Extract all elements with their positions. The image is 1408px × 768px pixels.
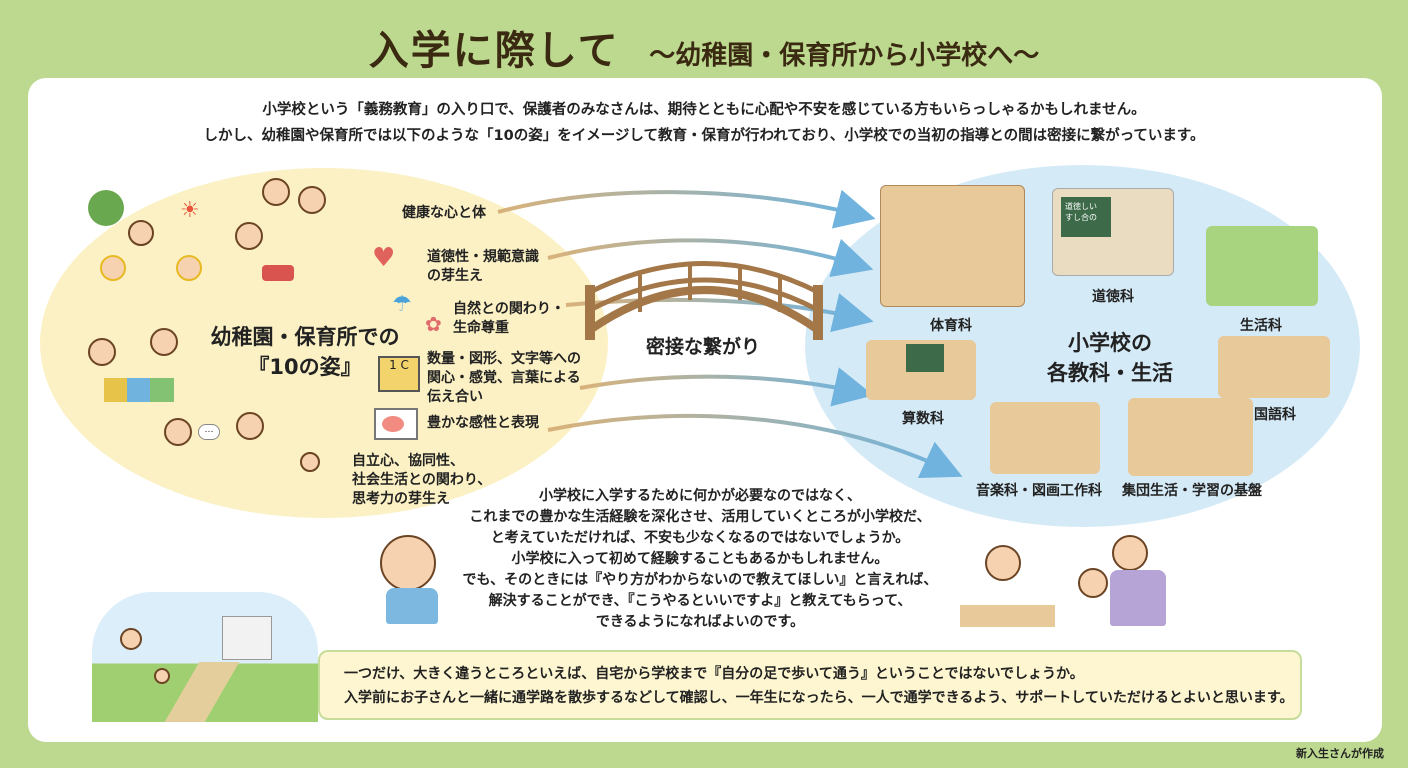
subject-life: 生活科 bbox=[1240, 318, 1282, 334]
child-illustration bbox=[154, 668, 170, 684]
message-line: できるようになればよいのです。 bbox=[595, 614, 805, 630]
math-class-illustration bbox=[866, 340, 976, 400]
japanese-class-illustration bbox=[1218, 336, 1330, 398]
ten-item-independence: 自立心、協同性、 社会生活との関わり、 思考力の芽生え bbox=[352, 453, 492, 507]
ten-item-expression: 豊かな感性と表現 bbox=[427, 415, 539, 431]
right-title: 小学校の 各教科・生活 bbox=[1040, 328, 1180, 388]
toy-blocks-illustration bbox=[104, 378, 174, 402]
teacher-illustration bbox=[1112, 535, 1148, 571]
pe-gym-illustration bbox=[880, 185, 1025, 307]
message-line: 小学校に入って初めて経験することもあるかもしれません。 bbox=[511, 551, 889, 567]
flower-icon: ✿ bbox=[425, 312, 442, 336]
moral-class-illustration: 道徳しい すし合の bbox=[1052, 188, 1174, 276]
teacher-body bbox=[1110, 570, 1166, 626]
subject-group: 集団生活・学習の基盤 bbox=[1122, 483, 1262, 499]
ten-item-morality: 道徳性・規範意識 の芽生え bbox=[427, 249, 539, 284]
group-life-illustration bbox=[1128, 398, 1253, 476]
child-illustration bbox=[128, 220, 154, 246]
arrow-1 bbox=[497, 189, 876, 229]
right-title-line2: 各教科・生活 bbox=[1047, 361, 1173, 385]
parent-illustration bbox=[120, 628, 142, 650]
intro-line-2: しかし、幼稚園や保育所では以下のような「10の姿」をイメージして教育・保育が行わ… bbox=[203, 128, 1205, 144]
ten-item-health: 健康な心と体 bbox=[402, 205, 486, 221]
arrow-2 bbox=[547, 238, 874, 278]
left-title-line1: 幼稚園・保育所での bbox=[210, 325, 400, 349]
message-line: でも、そのときには『やり方がわからないので教えてほしい』と言えれば、 bbox=[462, 572, 938, 588]
heart-hands-icon: ♥ bbox=[372, 243, 396, 273]
title-sub: 〜幼稚園・保育所から小学校へ〜 bbox=[649, 41, 1040, 71]
title-main: 入学に際して bbox=[368, 28, 620, 74]
credit: 新入生さんが作成 bbox=[1296, 747, 1384, 760]
bridge-illustration bbox=[585, 261, 823, 340]
student-illustration bbox=[1078, 568, 1108, 598]
ten-item-numbers-words: 数量・図形、文字等への 関心・感覚、言葉による 伝え合い bbox=[427, 351, 581, 405]
arrow-4 bbox=[579, 367, 874, 407]
left-title-line2: 『10の姿』 bbox=[248, 355, 362, 379]
right-title-line1: 小学校の bbox=[1068, 331, 1152, 355]
message-text: 小学校に入学するために何かが必要なのではなく、 これまでの豊かな生活経験を深化さ… bbox=[390, 486, 1010, 633]
blocks-icon: 1 C bbox=[378, 356, 420, 392]
bridge-label: 密接な繋がり bbox=[645, 336, 760, 358]
school-building bbox=[222, 616, 272, 660]
child-illustration bbox=[236, 412, 264, 440]
raising-hand-child-illustration bbox=[985, 545, 1021, 581]
message-line: と考えていただければ、不安も少なくなるのではないでしょうか。 bbox=[490, 530, 910, 546]
life-study-illustration bbox=[1206, 226, 1318, 306]
smiling-boy-illustration bbox=[380, 535, 436, 591]
speech-bubble-icon: … bbox=[198, 424, 220, 440]
walk-to-school-illustration bbox=[92, 592, 318, 722]
left-title: 幼稚園・保育所での 『10の姿』 bbox=[195, 322, 415, 382]
child-illustration bbox=[150, 328, 178, 356]
watering-can-icon: ☂ bbox=[392, 292, 412, 317]
subject-moral: 道徳科 bbox=[1092, 289, 1134, 305]
intro-line-1: 小学校という「義務教育」の入り口で、保護者のみなさんは、期待とともに心配や不安を… bbox=[262, 102, 1146, 118]
subject-math: 算数科 bbox=[902, 411, 944, 427]
child-illustration bbox=[176, 255, 202, 281]
painting-icon bbox=[374, 408, 418, 440]
child-illustration bbox=[298, 186, 326, 214]
toy-car-illustration bbox=[262, 265, 294, 281]
subject-pe: 体育科 bbox=[930, 318, 972, 334]
sun-icon: ☀ bbox=[180, 198, 200, 223]
children-group-illustration bbox=[300, 452, 320, 472]
desk-illustration bbox=[960, 605, 1055, 627]
message-line: これまでの豊かな生活経験を深化させ、活用していくところが小学校だ、 bbox=[469, 509, 931, 525]
bottom-note-line: 入学前にお子さんと一緒に通学路を散歩するなどして確認し、一年生になったら、一人で… bbox=[344, 690, 1294, 706]
ten-item-nature: 自然との関わり・ 生命尊重 bbox=[453, 301, 565, 336]
boy-body bbox=[386, 588, 438, 624]
bottom-note-line: 一つだけ、大きく違うところといえば、自宅から学校まで『自分の足で歩いて通う』とい… bbox=[344, 666, 1084, 682]
bottom-note: 一つだけ、大きく違うところといえば、自宅から学校まで『自分の足で歩いて通う』とい… bbox=[318, 650, 1302, 720]
arrow-5 bbox=[547, 413, 963, 479]
message-line: 小学校に入学するために何かが必要なのではなく、 bbox=[539, 488, 861, 504]
child-illustration bbox=[235, 222, 263, 250]
subject-music-art: 音楽科・図画工作科 bbox=[976, 483, 1102, 499]
tree-illustration bbox=[88, 190, 124, 226]
blackboard: 道徳しい すし合の bbox=[1061, 197, 1111, 237]
child-illustration bbox=[164, 418, 192, 446]
child-illustration bbox=[100, 255, 126, 281]
child-illustration bbox=[262, 178, 290, 206]
music-art-illustration bbox=[990, 402, 1100, 474]
path bbox=[164, 662, 240, 722]
child-illustration bbox=[88, 338, 116, 366]
message-line: 解決することができ、『こうやるといいですよ』と教えてもらって、 bbox=[488, 593, 912, 609]
page-title: 入学に際して 〜幼稚園・保育所から小学校へ〜 bbox=[0, 18, 1408, 76]
subject-japanese: 国語科 bbox=[1254, 407, 1296, 423]
